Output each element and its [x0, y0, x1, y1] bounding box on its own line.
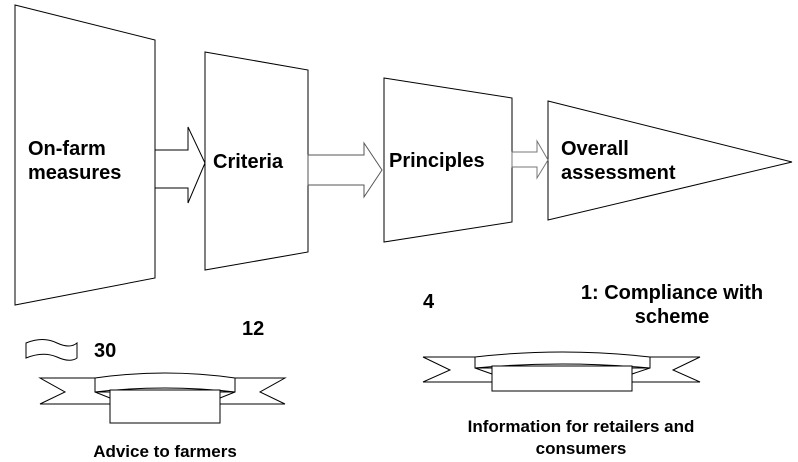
count-line: scheme	[634, 306, 710, 328]
count-line: 1: Compliance with	[580, 282, 764, 304]
stage-label-line: On-farm	[28, 138, 106, 160]
count-overall-assessment: 1: Compliance with scheme	[552, 281, 792, 329]
stage-shape-principles	[383, 77, 513, 243]
stage-shape-criteria	[204, 51, 309, 271]
stage-label-criteria: Criteria	[213, 151, 284, 173]
stage-label-line: Overall	[561, 138, 629, 160]
count-criteria: 12	[242, 318, 265, 340]
stage-label-line: measures	[28, 162, 122, 184]
arrow-principles-to-overall	[511, 139, 549, 180]
banner-information-retailers-consumers	[422, 351, 701, 392]
stage-label-line: assessment	[561, 162, 676, 184]
count-on-farm-measures: 30	[94, 340, 117, 362]
count-principles: 4	[423, 291, 435, 313]
caption-information-retailers-consumers: Information for retailers and consumers	[420, 416, 742, 460]
stage-shape-on-farm-measures	[14, 4, 156, 306]
stage-label-principles: Principles	[389, 150, 485, 172]
caption-line: consumers	[535, 439, 627, 458]
small-banner-icon	[25, 339, 78, 361]
caption-advice-to-farmers: Advice to farmers	[93, 442, 237, 461]
stage-label-on-farm-measures: On-farm measures	[28, 137, 121, 185]
caption-line: Information for retailers and	[467, 417, 695, 436]
stage-label-overall-assessment: Overall assessment	[561, 137, 676, 185]
arrow-criteria-to-principles	[307, 141, 383, 199]
arrow-measures-to-criteria	[154, 126, 206, 204]
banner-advice-to-farmers	[38, 372, 287, 424]
